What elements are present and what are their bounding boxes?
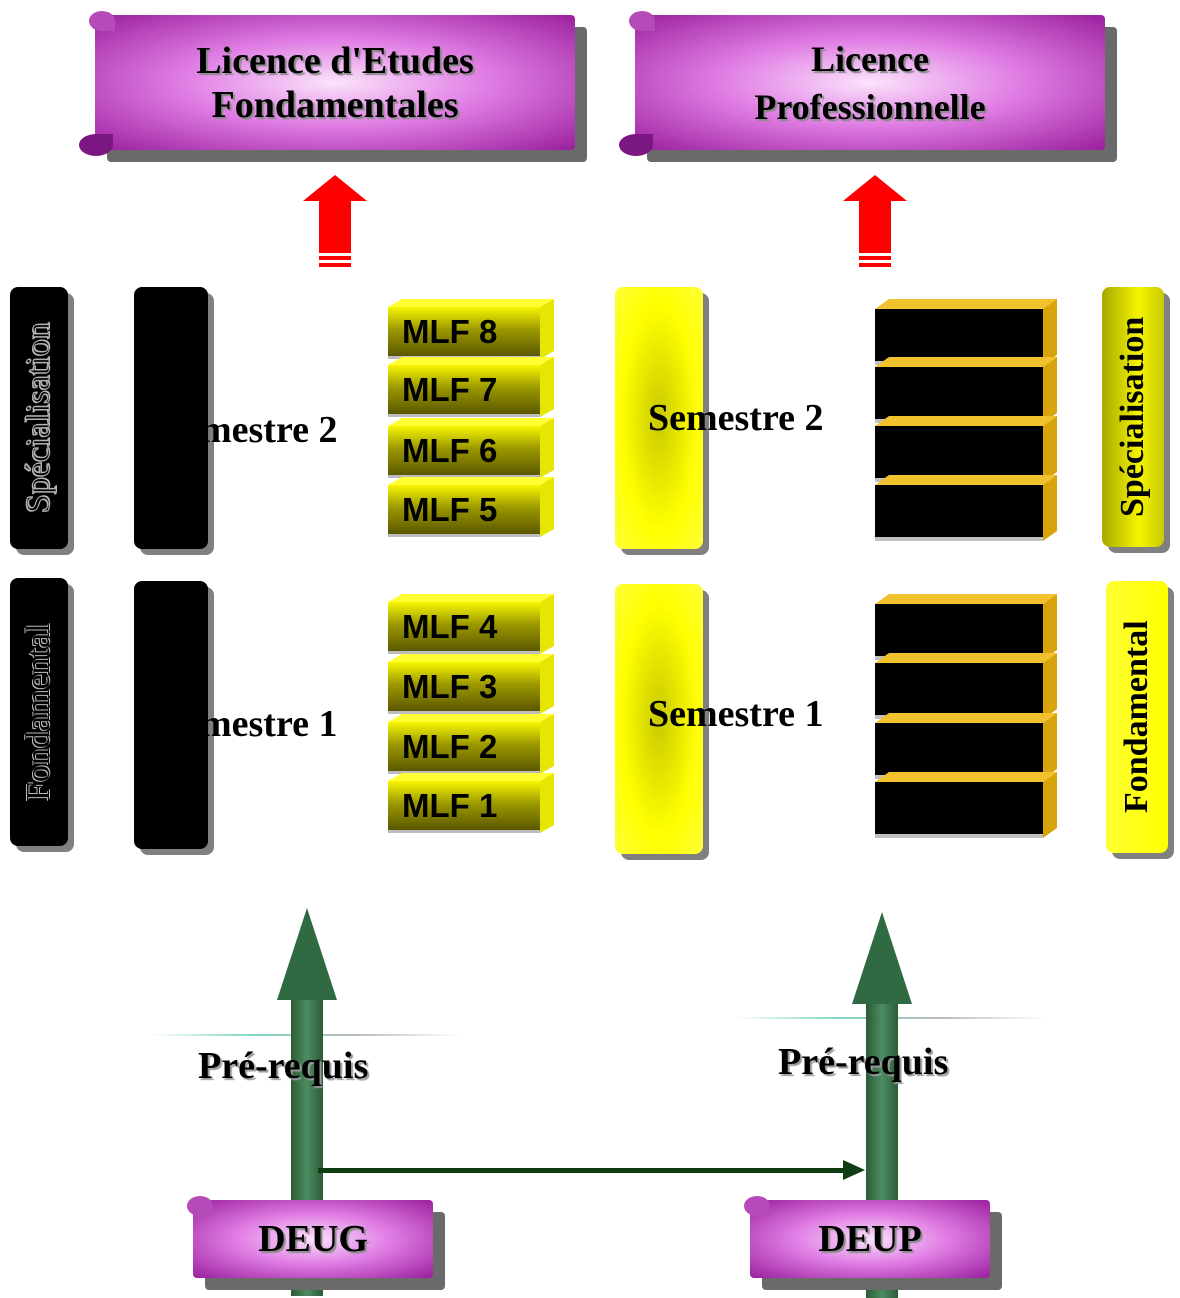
module-block: MLF 8 xyxy=(388,299,554,359)
module-block: MLF 7 xyxy=(388,357,554,417)
banner-title-line2: Professionnelle xyxy=(754,87,986,127)
red-up-arrow-left xyxy=(303,175,367,267)
side-label-text: Fondamental xyxy=(1118,620,1155,814)
side-label-fondamental-left: Fondamental xyxy=(10,578,68,846)
semester-label-left-2: mestre 2 xyxy=(200,409,338,451)
banner-title-line1: Licence d'Etudes xyxy=(196,39,474,82)
module-block xyxy=(875,475,1057,541)
module-block: MLF 1 xyxy=(388,773,554,833)
prereq-label-left: Pré-requis xyxy=(198,1045,369,1087)
red-up-arrow-right xyxy=(843,175,907,267)
prereq-label-right: Pré-requis xyxy=(778,1041,949,1083)
semester-label-right-1: Semestre 1 xyxy=(648,693,824,735)
banner-title: DEUP xyxy=(818,1218,922,1260)
side-label-text: Spécialisation xyxy=(1114,316,1151,518)
semester-pillar-left-1 xyxy=(134,581,208,849)
side-label-text: Fondamental xyxy=(20,623,57,801)
banner-title-line1: Licence xyxy=(811,39,929,79)
module-block: MLF 5 xyxy=(388,477,554,537)
semester-label-right-2: Semestre 2 xyxy=(648,397,824,439)
module-block xyxy=(875,653,1057,719)
module-block: MLF 4 xyxy=(388,594,554,654)
side-label-specialisation-right: Spécialisation xyxy=(1102,287,1164,547)
module-label: MLF 8 xyxy=(402,313,498,350)
module-block: MLF 6 xyxy=(388,418,554,478)
module-block xyxy=(875,299,1057,365)
module-label: MLF 2 xyxy=(402,728,498,765)
banner-deug: DEUG xyxy=(187,1196,445,1290)
deug-to-deup-arrow xyxy=(318,1168,848,1173)
module-block: MLF 2 xyxy=(388,714,554,774)
banner-title: DEUG xyxy=(258,1218,368,1260)
semester-pillar-right-2 xyxy=(615,287,703,549)
banner-deup: DEUP xyxy=(744,1196,1002,1290)
semester-pillar-right-1 xyxy=(615,584,703,854)
banner-licence-professionnelle: Licence Professionnelle xyxy=(619,11,1117,162)
side-label-fondamental-right: Fondamental xyxy=(1106,581,1168,853)
module-block xyxy=(875,594,1057,660)
module-label: MLF 1 xyxy=(402,787,498,824)
side-label-specialisation-left: Spécialisation xyxy=(10,287,68,549)
module-label: MLF 7 xyxy=(402,371,498,408)
module-block xyxy=(875,416,1057,482)
module-label: MLF 3 xyxy=(402,668,498,705)
semester-label-left-1: mestre 1 xyxy=(200,703,338,745)
banner-title-line2: Fondamentales xyxy=(211,83,459,126)
side-label-text: Spécialisation xyxy=(20,322,58,514)
banner-licence-fondamentales: Licence d'Etudes Fondamentales xyxy=(79,11,587,162)
module-block xyxy=(875,772,1057,838)
module-label: MLF 5 xyxy=(402,491,498,528)
arrowhead-icon xyxy=(843,1160,865,1180)
semester-pillar-left-2 xyxy=(134,287,208,549)
module-block: MLF 3 xyxy=(388,654,554,714)
module-label: MLF 6 xyxy=(402,432,498,469)
module-label: MLF 4 xyxy=(402,608,498,645)
module-block xyxy=(875,357,1057,423)
module-block xyxy=(875,713,1057,779)
